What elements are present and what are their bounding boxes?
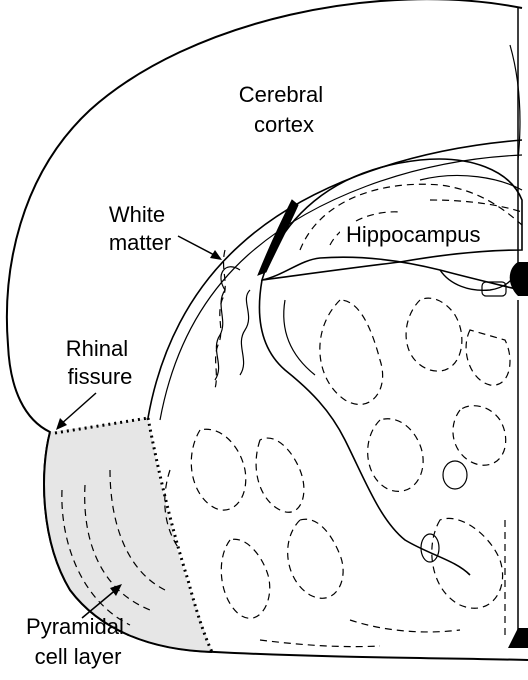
white-matter-label: White matter: [109, 202, 171, 255]
pyramidal-cell-layer-label: Pyramidal cell layer: [26, 614, 130, 669]
rhinal-fissure-pointer: [60, 393, 96, 425]
white-matter-boundary: [148, 140, 522, 418]
rhinal-fissure-label: Rhinal fissure: [66, 336, 135, 389]
bottom-ventricle: [508, 628, 528, 648]
cerebral-cortex-label: Cerebral cortex: [239, 82, 330, 137]
lateral-ventricle: [258, 200, 298, 275]
hippocampus-label: Hippocampus: [346, 222, 481, 247]
thalamus-outline: [262, 257, 520, 290]
